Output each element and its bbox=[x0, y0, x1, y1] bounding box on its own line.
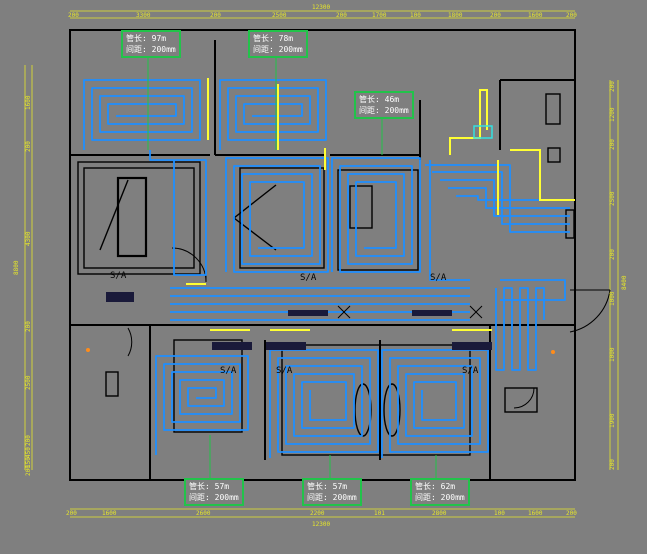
dim: 2500 bbox=[25, 375, 32, 390]
walls bbox=[69, 29, 576, 481]
leader-lines bbox=[147, 57, 437, 478]
sa-label: S/A bbox=[220, 366, 237, 376]
bedroom-furniture bbox=[173, 339, 243, 433]
dim: 1000 bbox=[609, 291, 616, 306]
dim: 1200 bbox=[609, 107, 616, 122]
dim: 1600 bbox=[528, 12, 543, 19]
dim: 2500 bbox=[609, 191, 616, 206]
pipe-note: 管长: 78m 间距: 200mm bbox=[248, 30, 308, 58]
sa-label: S/A bbox=[430, 273, 447, 283]
sa-labels: S/A S/A S/A S/A S/A S/A bbox=[110, 271, 479, 376]
pipe-length: 管长: 46m bbox=[359, 95, 400, 104]
furniture bbox=[77, 93, 575, 456]
heating-pipes bbox=[83, 79, 570, 458]
outlet-markers bbox=[86, 348, 555, 354]
pipe-spacing: 间距: 200mm bbox=[359, 106, 409, 115]
dim: 200 bbox=[25, 435, 32, 446]
pipe-length: 管长: 97m bbox=[126, 34, 167, 43]
left-total: 8800 bbox=[13, 260, 20, 275]
dim: 200 bbox=[25, 321, 32, 332]
dim: 200 bbox=[66, 510, 77, 517]
dim: 200 bbox=[210, 12, 221, 19]
bottom-total: 12300 bbox=[312, 521, 330, 528]
dim: 2800 bbox=[432, 510, 447, 517]
dim: 200 bbox=[609, 459, 616, 470]
cabinet bbox=[105, 371, 119, 397]
manifold-box bbox=[473, 125, 493, 139]
left-dims: 8800 1600 200 4300 200 2500 200 450 150 … bbox=[13, 95, 32, 476]
dim: 100 bbox=[410, 12, 421, 19]
right-dims: 8400 200 1200 200 2500 200 1000 1000 190… bbox=[609, 81, 628, 470]
dim: 3300 bbox=[136, 12, 151, 19]
sa-label: S/A bbox=[110, 271, 127, 281]
pipe-length: 管长: 62m bbox=[415, 482, 456, 491]
dim: 200 bbox=[68, 12, 79, 19]
pipe-spacing: 间距: 200mm bbox=[189, 493, 239, 502]
dim: 1000 bbox=[609, 347, 616, 362]
dim: 200 bbox=[609, 81, 616, 92]
wardrobe bbox=[504, 387, 538, 413]
dim: 200 bbox=[490, 12, 501, 19]
pipe-note: 管长: 57m 间距: 200mm bbox=[302, 478, 362, 506]
pipe-note: 管长: 57m 间距: 200mm bbox=[184, 478, 244, 506]
dim: 1700 bbox=[372, 12, 387, 19]
pipe-spacing: 间距: 200mm bbox=[126, 45, 176, 54]
pipe-spacing: 间距: 200mm bbox=[415, 493, 465, 502]
dim: 150 bbox=[25, 457, 32, 468]
dim: 1800 bbox=[448, 12, 463, 19]
dim: 450 bbox=[25, 447, 32, 458]
pipe-note: 管长: 46m 间距: 200mm bbox=[354, 91, 414, 119]
dim: 1900 bbox=[609, 413, 616, 428]
bed-frame bbox=[77, 161, 201, 275]
pipe-length: 管长: 57m bbox=[307, 482, 348, 491]
dim: 200 bbox=[566, 510, 577, 517]
pipe-length: 管长: 57m bbox=[189, 482, 230, 491]
dim: 1600 bbox=[102, 510, 117, 517]
dim: 200 bbox=[336, 12, 347, 19]
dining-set bbox=[281, 344, 471, 456]
pipe-note: 管长: 97m 间距: 200mm bbox=[121, 30, 181, 58]
dim: 2600 bbox=[196, 510, 211, 517]
dim: 1600 bbox=[25, 95, 32, 110]
manifolds bbox=[106, 292, 492, 350]
dim: 1600 bbox=[528, 510, 543, 517]
right-total: 8400 bbox=[621, 275, 628, 290]
pipe-spacing: 间距: 200mm bbox=[253, 45, 303, 54]
pipe-note: 管长: 62m 间距: 200mm bbox=[410, 478, 470, 506]
sa-label: S/A bbox=[276, 366, 293, 376]
dim: 200 bbox=[25, 465, 32, 476]
dim: 200 bbox=[25, 141, 32, 152]
dim: 200 bbox=[609, 139, 616, 150]
dim: 2200 bbox=[310, 510, 325, 517]
dim: 101 bbox=[374, 510, 385, 517]
sa-label: S/A bbox=[462, 366, 479, 376]
x-markers bbox=[337, 305, 483, 319]
dim: 100 bbox=[494, 510, 505, 517]
pipe-spacing: 间距: 200mm bbox=[307, 493, 357, 502]
dim: 200 bbox=[566, 12, 577, 19]
highlight-lines bbox=[186, 78, 575, 331]
pipe-length: 管长: 78m bbox=[253, 34, 294, 43]
dim: 2500 bbox=[272, 12, 287, 19]
dimension-frame bbox=[24, 10, 619, 518]
top-total: 12300 bbox=[312, 4, 330, 11]
dimension-text: 12300 200 3300 200 2500 200 1700 100 180… bbox=[66, 4, 577, 528]
sa-label: S/A bbox=[300, 273, 317, 283]
toilet-block bbox=[545, 93, 561, 125]
dim: 4300 bbox=[25, 231, 32, 246]
dim: 200 bbox=[609, 249, 616, 260]
sofa-frame bbox=[239, 167, 325, 269]
